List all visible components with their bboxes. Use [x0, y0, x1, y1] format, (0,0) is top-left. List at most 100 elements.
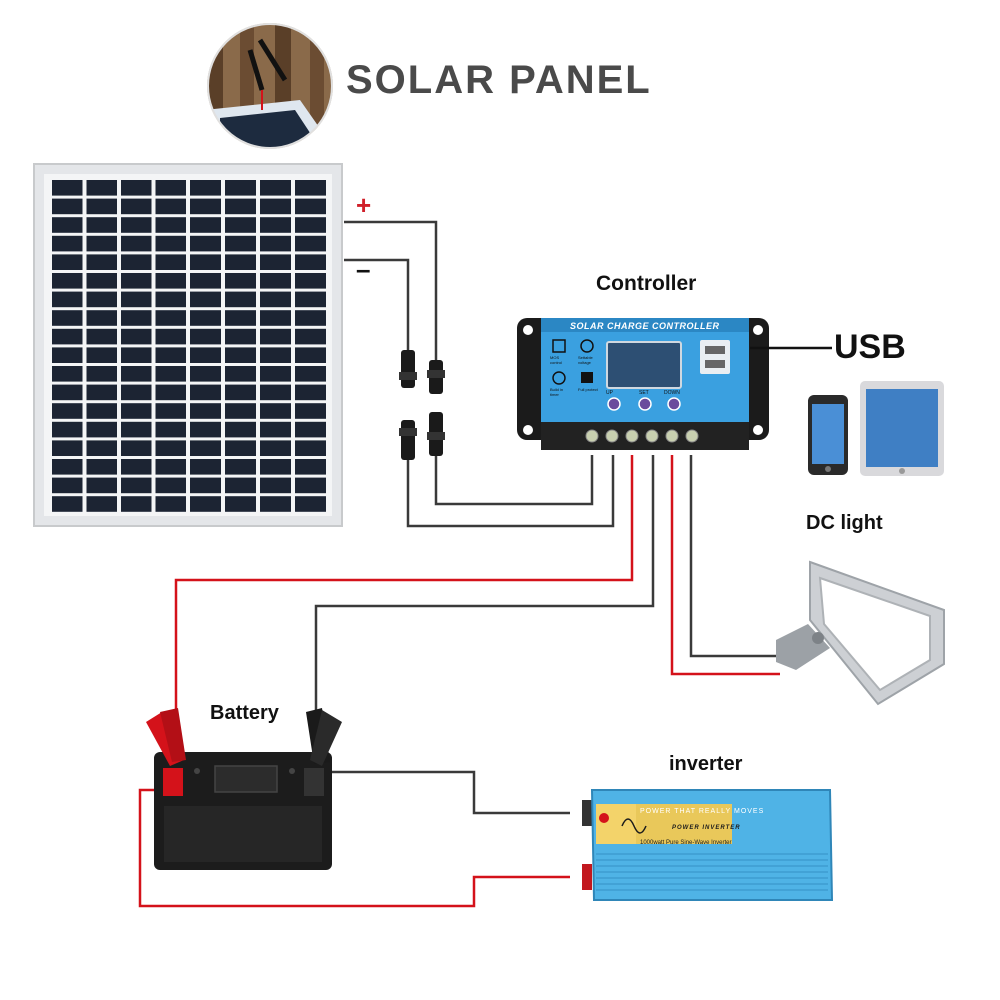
solar-cell [52, 217, 83, 233]
solar-cell [155, 440, 186, 456]
solar-cell [225, 421, 256, 438]
solar-cell [52, 198, 83, 215]
solar-cell [121, 198, 152, 215]
solar-cell [225, 254, 256, 270]
solar-cell [121, 235, 152, 252]
solar-cell [260, 496, 291, 512]
solar-cell [190, 421, 221, 438]
solar-cell [155, 273, 186, 289]
solar-cell [225, 459, 256, 475]
solar-cell [52, 235, 83, 252]
solar-cell [225, 440, 256, 456]
solar-cell [260, 273, 291, 289]
solar-cell [225, 384, 256, 401]
solar-cell [155, 496, 186, 512]
solar-cell [190, 291, 221, 308]
solar-cell [295, 459, 326, 475]
solar-cell [121, 180, 152, 196]
battery-label: Battery [210, 702, 279, 724]
solar-cell [52, 384, 83, 401]
solar-cell [225, 496, 256, 512]
solar-cell [225, 347, 256, 363]
solar-cell [86, 459, 117, 475]
solar-cell [295, 273, 326, 289]
solar-cell [190, 310, 221, 326]
solar-cell [86, 254, 117, 270]
solar-cell [295, 477, 326, 494]
solar-cell [260, 198, 291, 215]
solar-cell [295, 421, 326, 438]
solar-cell [295, 328, 326, 345]
solar-cell [86, 496, 117, 512]
controller-name-text: SOLAR CHARGE CONTROLLER [570, 321, 720, 331]
battery [154, 752, 332, 870]
solar-cell [155, 235, 186, 252]
solar-cell [86, 384, 117, 401]
solar-cell [225, 310, 256, 326]
solar-cell [260, 254, 291, 270]
solar-cell [225, 198, 256, 215]
solar-cell [155, 421, 186, 438]
inverter-banner-text: POWER THAT REALLY MOVES [640, 808, 765, 815]
solar-cell [52, 310, 83, 326]
solar-cell [190, 254, 221, 270]
solar-cell [225, 366, 256, 382]
solar-cell [260, 421, 291, 438]
negative-polarity-label: – [356, 254, 371, 284]
solar-cell [225, 477, 256, 494]
solar-cell [155, 198, 186, 215]
solar-cell [86, 180, 117, 196]
controller-label: Controller [596, 272, 697, 295]
solar-cell [225, 235, 256, 252]
solar-cell [190, 328, 221, 345]
solar-cell [260, 347, 291, 363]
inverter-brand-text: POWER INVERTER [672, 825, 741, 831]
solar-cell [155, 254, 186, 270]
solar-cell [86, 328, 117, 345]
solar-cell [295, 347, 326, 363]
solar-cell [295, 217, 326, 233]
tablet-device [860, 381, 944, 476]
solar-cell [121, 291, 152, 308]
controller-button-up-label: UP [606, 390, 613, 396]
solar-cell [155, 477, 186, 494]
solar-cell [121, 328, 152, 345]
controller-icon-label-4: Full protect [578, 387, 598, 392]
solar-cell [190, 217, 221, 233]
solar-cell [155, 328, 186, 345]
page-title: SOLAR PANEL [346, 58, 652, 102]
solar-cell [260, 403, 291, 419]
solar-cell [121, 403, 152, 419]
solar-cell [86, 198, 117, 215]
solar-cell [260, 291, 291, 308]
battery-clamp-black [306, 708, 342, 766]
controller-icon-label-2: Settable voltage [578, 355, 593, 365]
solar-cell [190, 477, 221, 494]
solar-cell [225, 291, 256, 308]
solar-cell [155, 347, 186, 363]
solar-cell [295, 291, 326, 308]
solar-cell [121, 347, 152, 363]
solar-cell [260, 180, 291, 196]
solar-cell [155, 403, 186, 419]
solar-cell [295, 403, 326, 419]
dc-light [776, 560, 945, 706]
solar-cell [260, 440, 291, 456]
solar-cell [86, 366, 117, 382]
solar-cell [52, 366, 83, 382]
solar-cell [121, 496, 152, 512]
solar-cell [52, 440, 83, 456]
solar-cell [155, 459, 186, 475]
solar-cell [260, 366, 291, 382]
solar-cell [260, 235, 291, 252]
solar-cell [190, 366, 221, 382]
solar-cell [225, 403, 256, 419]
solar-cell [121, 366, 152, 382]
solar-cell [260, 384, 291, 401]
solar-cell [86, 477, 117, 494]
solar-cell [121, 273, 152, 289]
solar-cell [225, 180, 256, 196]
controller-icon-label-3: Build in timer [550, 387, 564, 397]
solar-cell [155, 217, 186, 233]
controller-terminal [645, 429, 659, 443]
